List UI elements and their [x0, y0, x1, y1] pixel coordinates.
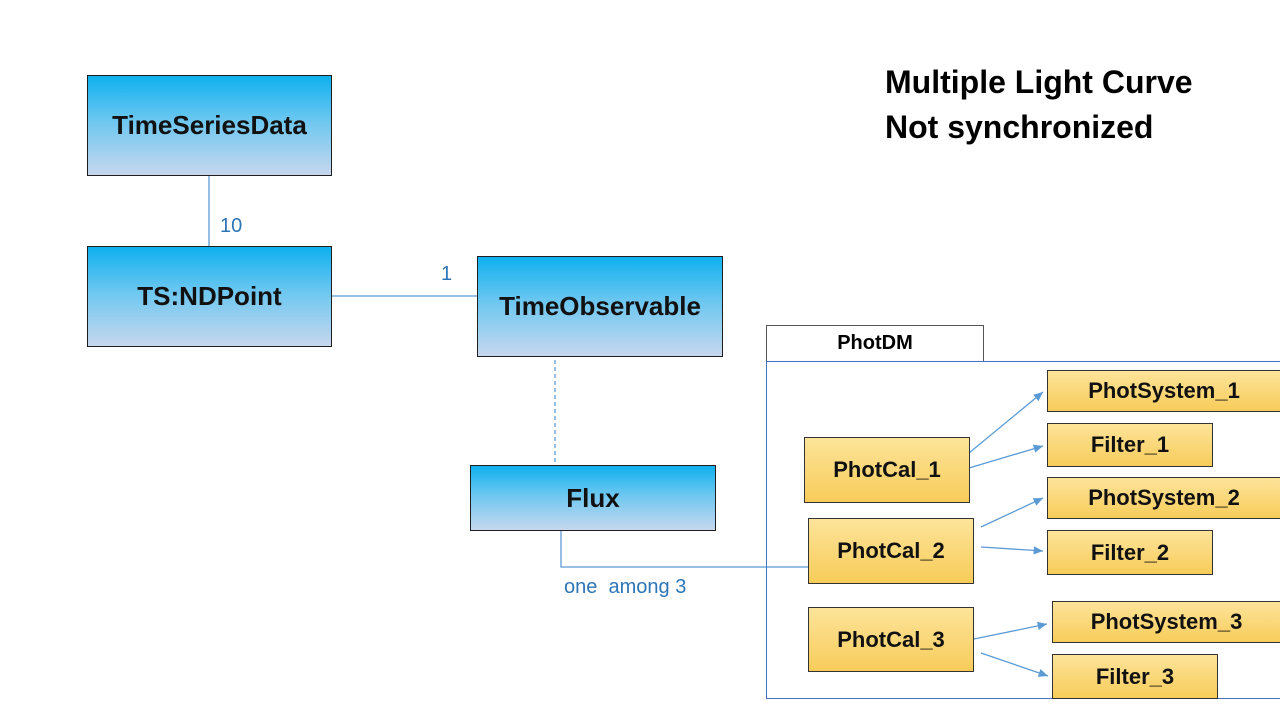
- diagram-title-line-1: Multiple Light Curve: [885, 64, 1193, 100]
- class-flux[interactable]: Flux: [470, 465, 716, 531]
- class-photsystem-1[interactable]: PhotSystem_1: [1047, 370, 1280, 412]
- arrow-photcal1-filter1: [968, 444, 1044, 469]
- diagram-title-line-2: Not synchronized: [885, 109, 1154, 145]
- class-photsystem-3[interactable]: PhotSystem_3: [1052, 601, 1280, 643]
- package-photdm-body: [766, 361, 1280, 699]
- flux-photcal-label: one among 3: [564, 576, 687, 598]
- class-photcal-3[interactable]: PhotCal_3: [808, 607, 974, 672]
- class-ts-ndpoint[interactable]: TS:NDPoint: [87, 246, 332, 347]
- multiplicity-label-1: 1: [441, 263, 453, 285]
- arrow-photcal3-photsystem3: [973, 621, 1048, 640]
- class-time-series-data[interactable]: TimeSeriesData: [87, 75, 332, 176]
- class-time-observable[interactable]: TimeObservable: [477, 256, 723, 357]
- class-photcal-1[interactable]: PhotCal_1: [804, 437, 970, 503]
- package-photdm-tab: PhotDM: [766, 325, 984, 362]
- arrow-photcal2-photsystem2: [980, 497, 1044, 528]
- class-filter-2[interactable]: Filter_2: [1047, 530, 1213, 575]
- class-photsystem-2[interactable]: PhotSystem_2: [1047, 477, 1280, 519]
- multiplicity-label-10: 10: [220, 215, 243, 237]
- class-photcal-2[interactable]: PhotCal_2: [808, 518, 974, 584]
- arrow-photcal3-filter3: [980, 652, 1049, 677]
- edge-flux-photcal: [560, 530, 808, 568]
- arrow-photcal2-filter2: [980, 546, 1044, 555]
- arrow-photcal1-photsystem1: [968, 391, 1044, 454]
- class-filter-3[interactable]: Filter_3: [1052, 654, 1218, 699]
- class-filter-1[interactable]: Filter_1: [1047, 423, 1213, 467]
